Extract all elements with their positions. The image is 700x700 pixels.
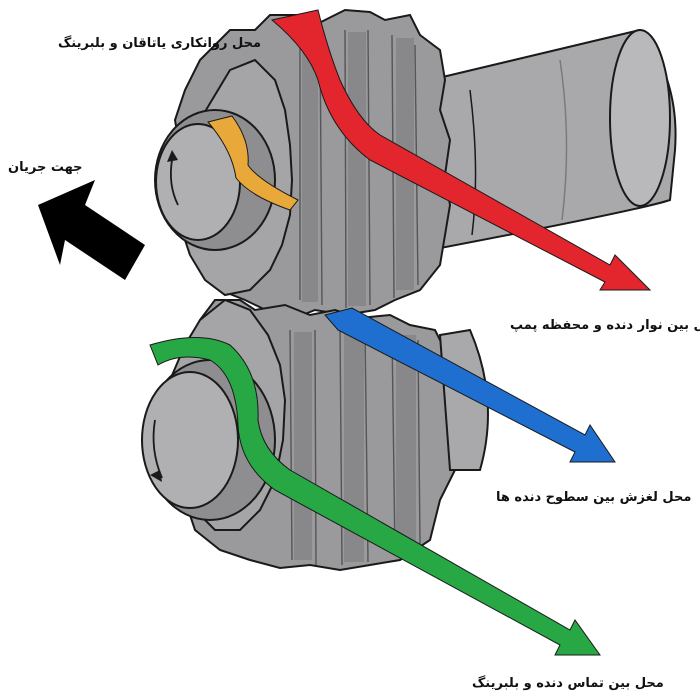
label-tooth-bearing-contact: محل بین تماس دنده و بلبرینگ [472,676,664,691]
blue-arrow [324,307,616,463]
label-flow-direction: جهت جریان [8,160,83,175]
label-tooth-sliding: محل لغزش بین سطوح دنده ها [496,490,692,505]
rotation-arrow-icon [169,159,179,206]
green-arrow [149,337,601,656]
upper-shaft [429,28,677,252]
orange-lubrication-band [207,115,299,211]
label-bearing-lubrication: محل روانکاری یاتاقان و بلبرینگ [58,36,262,51]
arrow-up-left-icon [38,180,145,280]
label-tip-housing-gap: محل بین نوار دنده و محفظه پمپ [510,318,700,333]
red-arrow [270,9,652,291]
